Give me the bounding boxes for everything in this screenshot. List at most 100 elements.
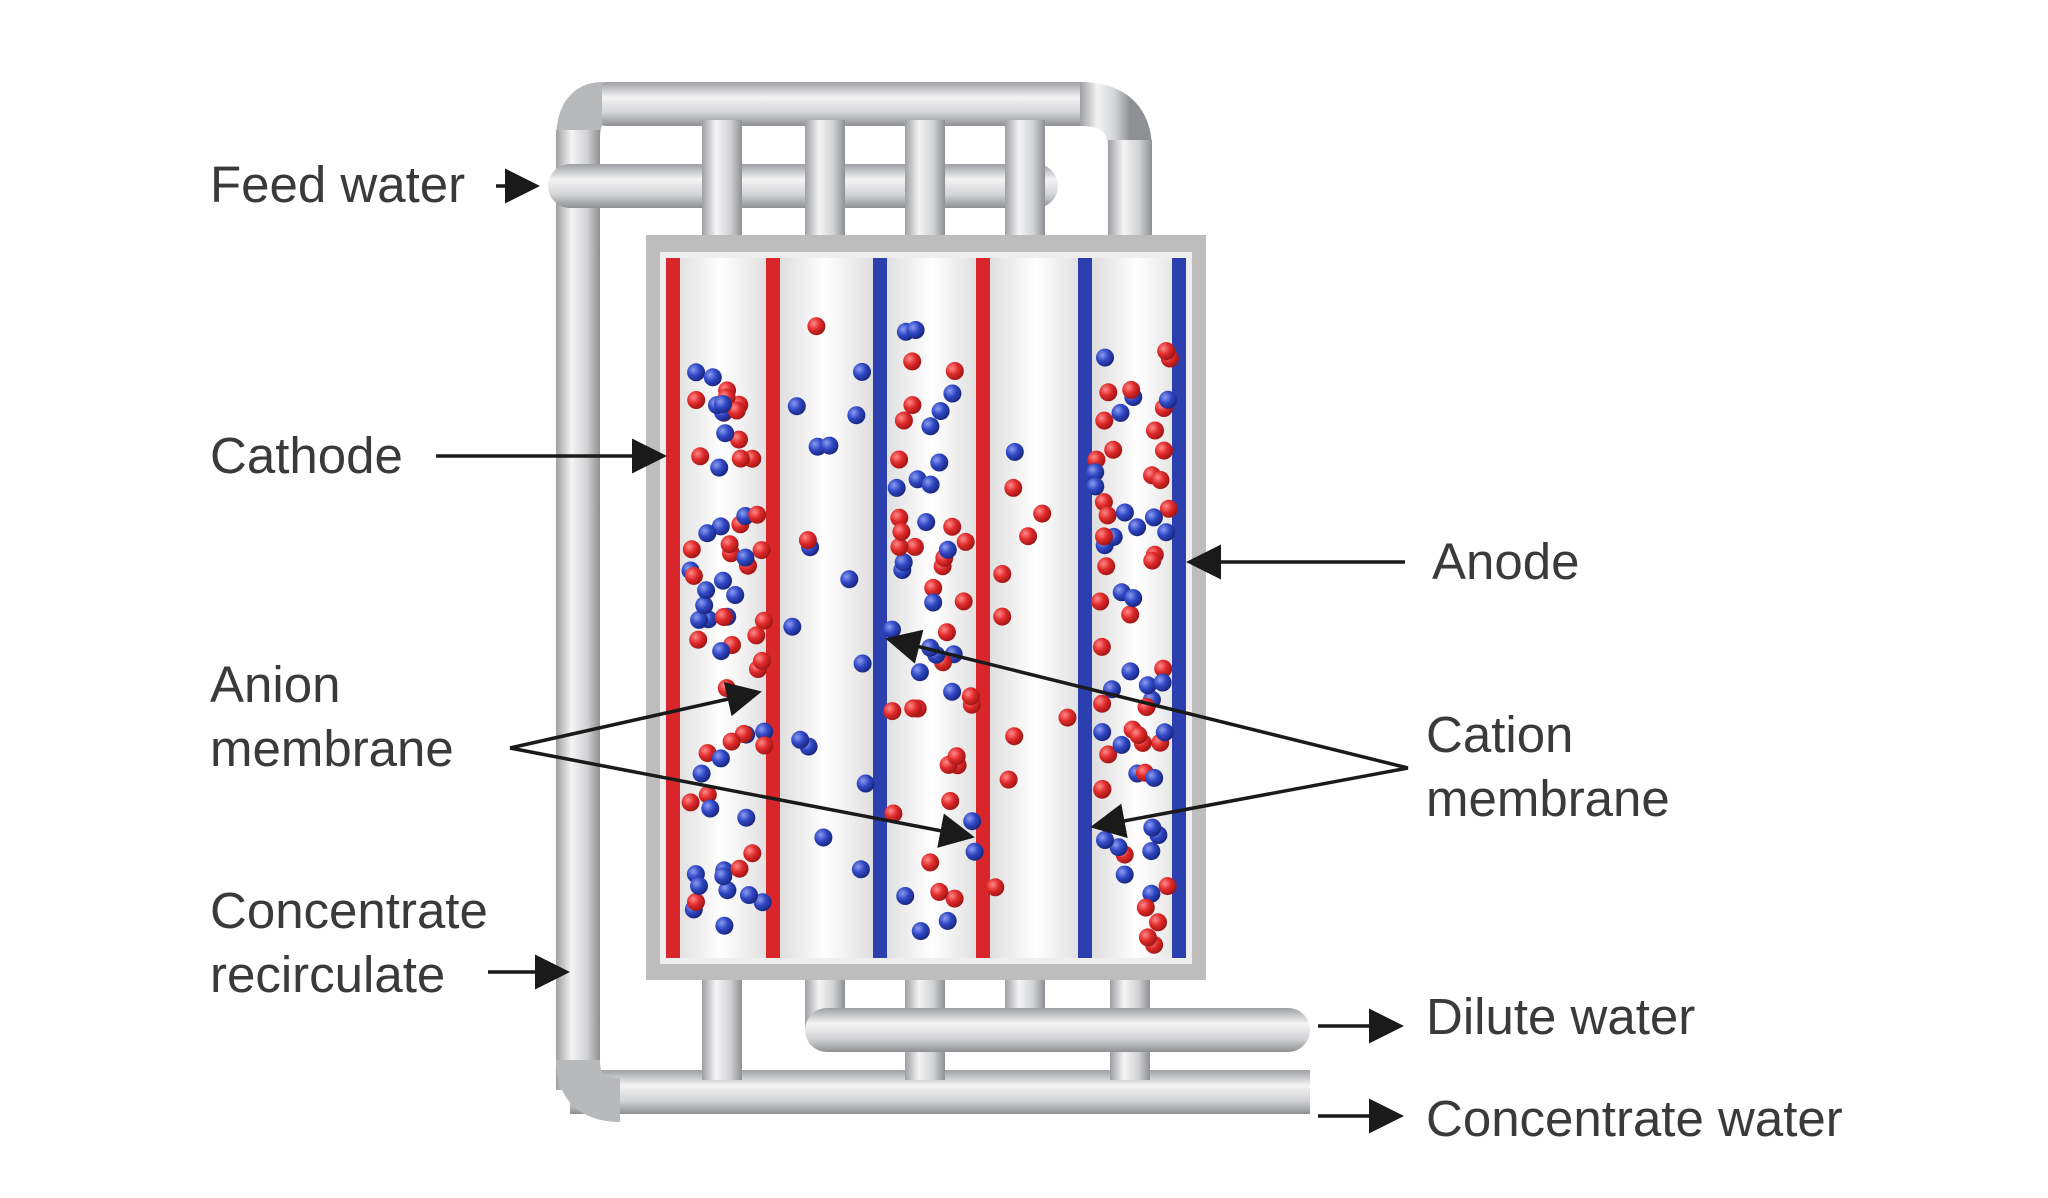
ion-particle — [1154, 659, 1173, 678]
ion-particle — [938, 540, 957, 559]
ion-particle — [748, 505, 767, 524]
ion-particle — [1115, 503, 1134, 522]
cation-membrane-2 — [1078, 258, 1092, 958]
ion-particle — [1145, 768, 1164, 787]
ion-particle — [1099, 745, 1118, 764]
ion-particle — [722, 732, 741, 751]
ion-particle — [1092, 637, 1111, 656]
ion-particle — [1093, 780, 1112, 798]
ion-particle — [692, 764, 711, 783]
ion-particle — [1121, 605, 1140, 624]
ion-particle — [711, 749, 730, 768]
ion-particle — [903, 396, 922, 415]
ion-particle — [931, 402, 950, 421]
anode-electrode — [1172, 258, 1186, 958]
ion-particle — [847, 406, 866, 425]
ion-particle — [687, 391, 706, 409]
ion-particle — [687, 892, 705, 911]
ion-particle — [787, 397, 806, 416]
ion-particle — [1111, 403, 1130, 422]
ion-particle — [731, 449, 750, 468]
ion-particle — [753, 893, 772, 912]
ion-particle — [1143, 818, 1162, 837]
feed-water-label: Feed water — [210, 156, 465, 213]
ion-particle — [954, 592, 973, 611]
ion-particle — [1143, 551, 1162, 570]
pipe-network — [548, 82, 1310, 1122]
ion-particle — [1155, 441, 1173, 460]
ion-particle — [691, 447, 710, 466]
ion-particle — [740, 886, 758, 905]
ion-particle — [1086, 463, 1105, 482]
ion-particle — [690, 610, 709, 629]
ion-particle — [1033, 504, 1052, 523]
ion-particle — [1104, 440, 1123, 459]
ion-particle — [1093, 694, 1112, 713]
ion-particle — [718, 881, 737, 900]
ion-particle — [681, 793, 700, 812]
ion-particle — [710, 458, 729, 477]
ion-particle — [714, 867, 733, 886]
ion-particle — [726, 586, 745, 604]
ion-particle — [1146, 421, 1164, 440]
ion-particle — [917, 513, 936, 532]
ion-particle — [730, 859, 749, 878]
ion-particle — [1091, 592, 1110, 611]
ion-particle — [1136, 898, 1155, 917]
ion-particle — [1098, 506, 1117, 525]
ion-particle — [856, 774, 875, 793]
anion-membrane-2 — [976, 258, 990, 958]
ion-particle — [1095, 527, 1113, 546]
ion-particle — [921, 417, 940, 436]
anion-membrane-1 — [766, 258, 780, 958]
ion-particle — [941, 792, 960, 810]
ion-particle — [1019, 527, 1038, 546]
ion-particle — [1093, 723, 1112, 742]
ion-particle — [752, 541, 771, 560]
ion-particle — [711, 517, 730, 536]
ion-particle — [924, 578, 943, 597]
ion-particle — [755, 722, 774, 741]
ion-particle — [840, 570, 859, 589]
ion-particle — [956, 532, 975, 551]
cation-membrane-arrow-2 — [1090, 766, 1409, 839]
ion-particle — [883, 620, 901, 639]
ion-particle — [890, 450, 909, 469]
ion-particle — [1096, 348, 1114, 367]
ion-particle — [695, 596, 714, 615]
ion-particle — [714, 395, 732, 414]
ion-particle — [1149, 913, 1167, 932]
ion-particle — [943, 517, 962, 536]
ion-particle — [921, 853, 940, 872]
ion-particle — [890, 537, 909, 556]
ion-particle — [924, 593, 943, 612]
ion-particle — [894, 553, 913, 572]
ion-particle — [892, 522, 911, 541]
ion-particle — [807, 317, 826, 336]
ion-particle — [1151, 471, 1170, 489]
ion-particle — [963, 812, 982, 831]
ion-particle — [791, 730, 810, 749]
cation-membrane-label-line1: Cation — [1426, 706, 1573, 763]
ion-particle — [717, 679, 736, 698]
ion-particle — [715, 916, 734, 935]
ion-particle — [1004, 478, 1023, 497]
ion-particle — [1158, 877, 1177, 896]
leader-arrows — [436, 168, 1409, 1134]
ion-particle — [945, 362, 964, 380]
ion-particle — [755, 736, 774, 755]
anion-membrane-arrow-1 — [509, 682, 762, 750]
ion-particle — [798, 531, 817, 550]
ion-particle — [930, 882, 949, 901]
ion-particle — [1099, 383, 1118, 402]
ion-particle — [701, 799, 720, 818]
ion-particle — [945, 889, 964, 908]
ion-particle — [754, 611, 773, 630]
ion-particle — [1153, 673, 1172, 692]
ion-particle — [684, 566, 703, 585]
concentrate-recirculate-label-line2: recirculate — [210, 946, 445, 1003]
ion-particle — [698, 524, 717, 543]
ion-particle — [937, 623, 956, 642]
ion-particle — [986, 878, 1005, 897]
